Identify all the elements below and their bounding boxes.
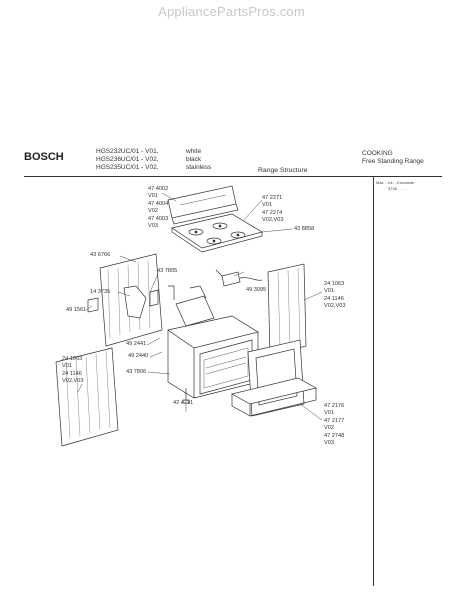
brand-logo-text: BOSCH bbox=[24, 151, 64, 163]
header-divider bbox=[24, 176, 442, 177]
category-label: COOKING bbox=[362, 150, 393, 157]
part-number: 49 2441 bbox=[126, 341, 147, 347]
part-number: 47 2176 bbox=[324, 403, 345, 409]
part-number: 49 2440 bbox=[128, 353, 149, 359]
part-number: 42 4731 bbox=[173, 400, 194, 406]
part-number: 47 2274 bbox=[262, 209, 283, 216]
subcategory-label: Free Standing Range bbox=[362, 158, 424, 165]
color-line: white bbox=[186, 148, 202, 155]
part-number-group: 24 1063 V01 24 1146 V02,V03 bbox=[62, 356, 83, 386]
part-variant: V01 bbox=[324, 288, 334, 295]
part-number: 47 2271 bbox=[262, 195, 283, 201]
right-column-divider bbox=[373, 176, 374, 586]
part-number: 43 6766 bbox=[90, 252, 111, 258]
storage-drawer-part bbox=[231, 377, 317, 417]
part-number: 47 4002 bbox=[148, 186, 169, 192]
part-variant: V01 bbox=[262, 202, 272, 209]
part-number-group: 24 1063 V01 24 1146 V02,V03 bbox=[324, 281, 345, 311]
bracket-parts bbox=[87, 285, 175, 319]
cooktop-part bbox=[171, 213, 263, 253]
part-variant: V02,V03 bbox=[262, 217, 284, 224]
part-variant: V02 bbox=[324, 425, 334, 432]
model-line: HGS232UC/01 - V01, bbox=[96, 148, 159, 155]
part-number: 24 1146 bbox=[324, 295, 344, 302]
oven-body-part bbox=[167, 285, 259, 399]
left-side-panel-part bbox=[55, 347, 119, 447]
part-number-group: 47 4002 V01 47 4004 V02 47 4003 V03 bbox=[148, 186, 168, 230]
watermark-text: AppliancePartsPros.com bbox=[158, 4, 305, 19]
part-variant: V03 bbox=[148, 223, 158, 230]
part-variant: V01 bbox=[324, 410, 334, 417]
part-number: 49 3095 bbox=[246, 287, 267, 293]
part-number: 43 8858 bbox=[294, 226, 315, 232]
part-variant: V02,V03 bbox=[62, 378, 84, 385]
part-number: 47 2177 bbox=[324, 417, 345, 424]
corner-note: Maz. - tol. - Kondante bbox=[376, 180, 415, 185]
part-number: 24 1063 bbox=[62, 356, 83, 362]
leader-lines bbox=[77, 192, 323, 421]
category-block: COOKING Free Standing Range bbox=[362, 150, 424, 166]
model-line: HGS235UC/01 - V02, bbox=[96, 164, 159, 171]
part-variant: V01 bbox=[62, 363, 72, 370]
model-line: HGS236UC/01 - V02, bbox=[96, 156, 159, 163]
part-number: 14 3735 bbox=[90, 289, 111, 295]
part-number: 43 7805 bbox=[157, 268, 178, 274]
right-side-panel-part bbox=[267, 263, 307, 357]
wiring-part bbox=[215, 269, 263, 287]
part-number: 47 4004 bbox=[148, 200, 169, 207]
color-line: black bbox=[186, 156, 202, 163]
leveling-leg-part bbox=[182, 388, 190, 404]
control-panel-part bbox=[167, 185, 239, 225]
part-number: 43 7806 bbox=[126, 369, 147, 375]
part-number: 49 1561 bbox=[66, 307, 87, 313]
color-line: stainless bbox=[186, 164, 212, 171]
color-list: white black stainless bbox=[186, 148, 211, 172]
corner-note: 3748 . . . . . bbox=[388, 186, 409, 191]
model-list: HGS232UC/01 - V01, HGS236UC/01 - V02, HG… bbox=[96, 148, 159, 172]
part-number-group: 47 2176 V01 47 2177 V02 47 2748 V03 bbox=[324, 403, 344, 447]
part-number: 24 1146 bbox=[62, 370, 82, 377]
part-number: 24 1063 bbox=[324, 281, 345, 287]
part-number: 47 2748 bbox=[324, 432, 345, 439]
section-title: Range Structure bbox=[258, 167, 308, 174]
part-variant: V03 bbox=[324, 440, 334, 447]
part-variant: V02,V03 bbox=[324, 303, 346, 310]
part-number: 47 4003 bbox=[148, 215, 169, 222]
part-number-group: 47 2271 V01 47 2274 V02,V03 bbox=[262, 195, 283, 225]
part-variant: V01 bbox=[148, 193, 158, 200]
part-variant: V02 bbox=[148, 208, 158, 215]
